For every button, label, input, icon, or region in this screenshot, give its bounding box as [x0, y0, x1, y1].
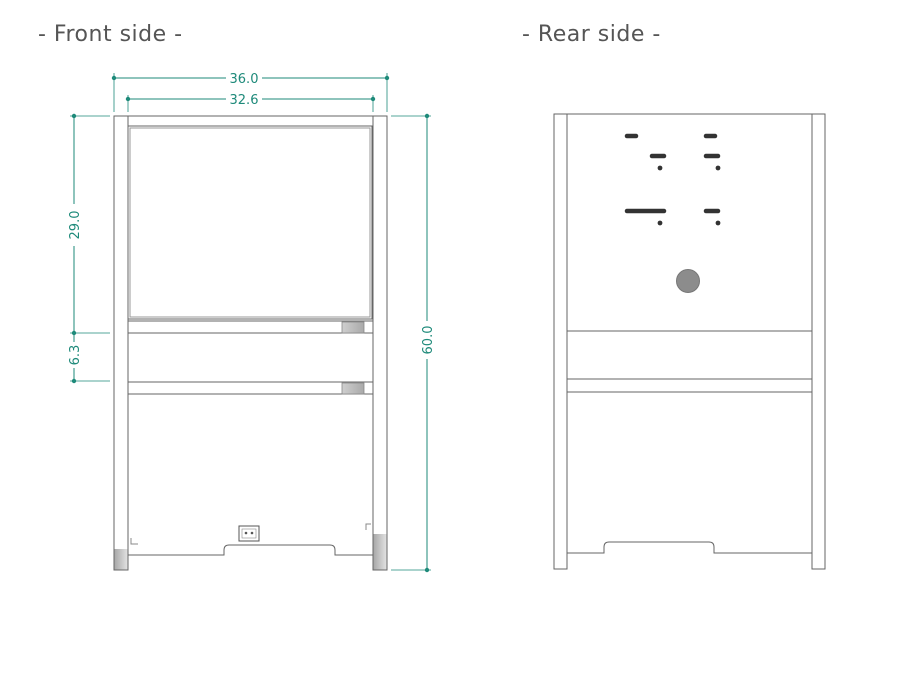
- rear-right-post: [811, 113, 826, 570]
- front-upper-panel: [127, 125, 373, 320]
- rear-side-title: - Rear side -: [522, 22, 661, 47]
- cable-hole: [676, 269, 700, 293]
- dimension-lines: [70, 73, 431, 573]
- front-right-foot: [373, 534, 387, 570]
- screw-hole: [657, 165, 663, 171]
- rear-view: [553, 113, 826, 570]
- dim-drawer-height: 6.3: [68, 345, 83, 366]
- dim-inner-width: 32.6: [230, 93, 259, 108]
- outlet-box: [238, 525, 260, 542]
- front-right-post: [372, 115, 388, 571]
- shelf-clip-lower: [341, 382, 365, 395]
- rear-bottom-cutout: [567, 541, 812, 554]
- dim-total-height: 60.0: [421, 326, 436, 355]
- front-bottom-cutout: [128, 544, 373, 556]
- front-left-foot: [114, 549, 128, 570]
- front-side-title: - Front side -: [38, 22, 183, 47]
- dim-outer-width: 36.0: [230, 72, 259, 87]
- shelf-clip-upper: [341, 321, 365, 334]
- screw-hole: [657, 220, 663, 226]
- screw-hole: [715, 165, 721, 171]
- rear-slots: [624, 133, 721, 226]
- screw-hole: [715, 220, 721, 226]
- rear-left-post: [553, 113, 568, 570]
- front-view: [113, 115, 388, 571]
- front-left-post: [113, 115, 129, 571]
- dim-upper-height: 29.0: [68, 211, 83, 240]
